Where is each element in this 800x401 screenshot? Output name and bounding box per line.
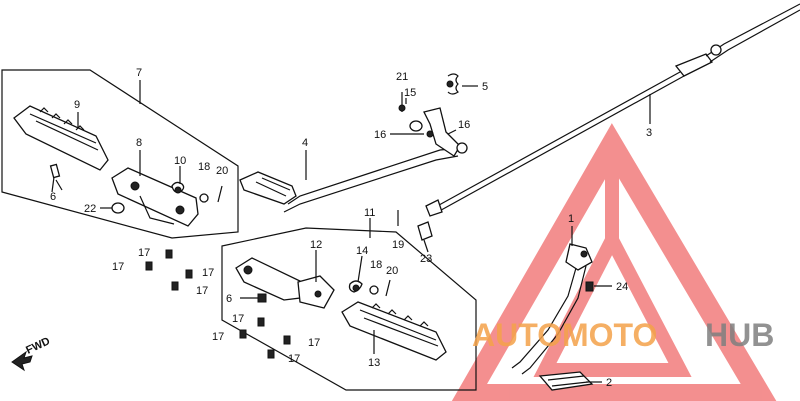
bolt-6-left: [49, 163, 61, 193]
callout-15: 15: [404, 87, 416, 99]
callout-10: 10: [174, 155, 186, 167]
callout-17-a: 17: [138, 247, 150, 259]
callout-4: 4: [302, 137, 308, 149]
callout-23: 23: [420, 253, 432, 265]
callout-2: 2: [606, 377, 612, 389]
brake-rod-3: [425, 3, 800, 217]
foot-peg-bracket-left: [111, 167, 199, 227]
brake-pedal-1: [511, 243, 593, 375]
callout-6-right: 6: [226, 293, 232, 305]
callout-3: 3: [646, 127, 652, 139]
callout-7: 7: [136, 67, 142, 79]
watermark-auto: AUTO: [472, 317, 562, 353]
callout-17-g: 17: [308, 337, 320, 349]
callout-17-c: 17: [202, 267, 214, 279]
cotter-pin-20-right: [385, 279, 391, 297]
brake-switch-cluster: [398, 73, 468, 157]
callout-5: 5: [482, 81, 488, 93]
foot-peg-bracket-right: [235, 257, 335, 309]
callout-11: 11: [364, 207, 375, 219]
callout-17-d: 17: [196, 285, 208, 297]
callout-22: 22: [84, 203, 96, 215]
callout-16-b: 16: [458, 119, 470, 131]
callout-17-e: 17: [232, 313, 244, 325]
collar-22: [111, 202, 125, 214]
washer-18-left: [199, 193, 209, 203]
callout-21: 21: [396, 71, 408, 83]
foot-peg-rubber-left: [13, 105, 109, 171]
watermark-logo: [451, 123, 777, 401]
stay-rod-4: [239, 147, 463, 213]
callout-20-left: 20: [216, 165, 228, 177]
callout-8: 8: [136, 137, 142, 149]
bolts-17-left: [145, 249, 193, 291]
callout-17-f: 17: [212, 331, 224, 343]
callout-24: 24: [616, 281, 628, 293]
joint-23: [417, 221, 433, 241]
callout-20-right: 20: [386, 265, 398, 277]
callout-6-left: 6: [50, 191, 56, 203]
group-box-7: [1, 69, 239, 239]
callout-1: 1: [568, 213, 574, 225]
pedal-rubber-2: [538, 371, 594, 391]
watermark-moto: MOTO: [562, 317, 657, 353]
callout-18-left: 18: [198, 161, 210, 173]
bolts-17-right: [239, 317, 291, 359]
leader-lines: [55, 80, 651, 383]
spring-10: [171, 181, 185, 194]
cotter-pin-20-left: [217, 185, 223, 203]
callouts: 1 2 3 4 5 6 6 7 8 9 10 11 12 13 14 15 16…: [50, 67, 652, 389]
callout-9: 9: [74, 99, 80, 111]
watermark-hub: HUB: [705, 317, 774, 353]
watermark-text: AUTO MOTO HUB: [472, 317, 774, 353]
callout-18-right: 18: [370, 259, 382, 271]
foot-peg-rubber-right: [341, 301, 447, 361]
washer-18-right: [369, 285, 379, 295]
callout-16-a: 16: [374, 129, 386, 141]
callout-19: 19: [392, 239, 404, 251]
callout-17-b: 17: [112, 261, 124, 273]
bolt-6-right: [240, 293, 267, 303]
callout-17-h: 17: [288, 353, 300, 365]
fwd-arrow: FWD: [11, 335, 52, 372]
callout-13: 13: [368, 357, 380, 369]
bolt-24: [585, 281, 594, 292]
spring-14: [348, 280, 363, 293]
callout-14: 14: [356, 245, 368, 257]
callout-12: 12: [310, 239, 322, 251]
fwd-label: FWD: [24, 335, 52, 356]
